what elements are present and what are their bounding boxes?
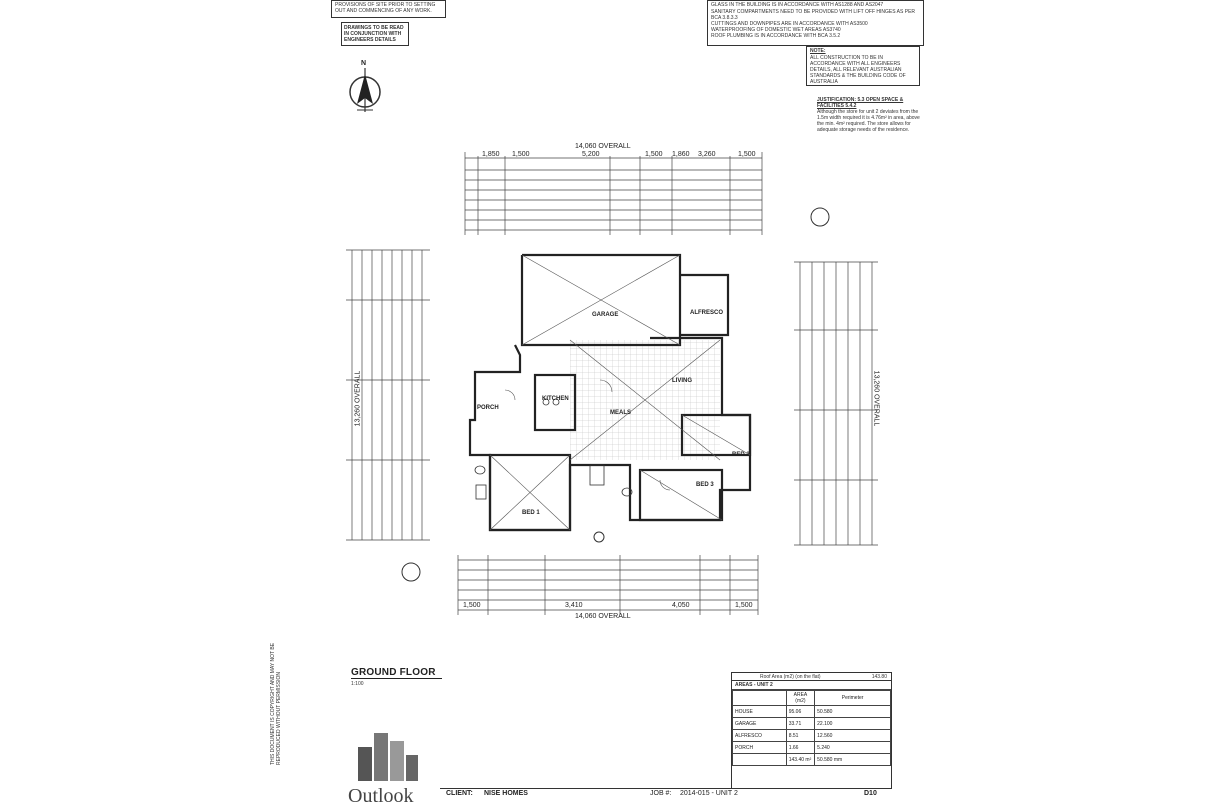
top-dim-2: 5,200 xyxy=(582,151,600,158)
company-logo: Outlook xyxy=(348,727,420,807)
job-label: JOB #: xyxy=(650,790,672,797)
area-perimeter: 5.240 xyxy=(814,741,891,754)
area-value: 95.06 xyxy=(785,705,816,718)
justification-title: JUSTIFICATION: 5.3 OPEN SPACE & FACILITI… xyxy=(817,97,904,109)
note-sanitary: SANITARY COMPARTMENTS NEED TO BE PROVIDE… xyxy=(711,9,916,21)
sheet-value: D10 xyxy=(864,790,877,797)
table-row: ALFRESCO 8.51 12.560 xyxy=(732,729,891,742)
areas-header-perimeter: Perimeter xyxy=(814,690,891,706)
plan-scale: 1:100 xyxy=(351,681,364,687)
area-name: HOUSE xyxy=(732,705,787,718)
area-name: ALFRESCO xyxy=(732,729,787,742)
area-perimeter: 22.100 xyxy=(814,717,891,730)
room-bed1: BED 1 xyxy=(522,510,540,516)
room-alfresco: ALFRESCO xyxy=(690,310,723,316)
top-overall-dimension: 14,060 OVERALL xyxy=(575,143,631,150)
bottom-dim-1: 3,410 xyxy=(565,602,583,609)
room-porch: PORCH xyxy=(477,405,499,411)
client-value: NISE HOMES xyxy=(484,790,528,797)
room-kitchen: KITCHEN xyxy=(542,396,569,402)
area-name: GARAGE xyxy=(732,717,787,730)
areas-table: AREA (m2) Perimeter HOUSE 95.06 50.580 G… xyxy=(732,690,891,766)
note-waterproofing: WATERPROOFING OF DOMESTIC WET AREAS AS37… xyxy=(711,27,841,33)
note-cuttings: CUTTINGS AND DOWNPIPES ARE IN ACCORDANCE… xyxy=(711,21,868,27)
note-roof-plumbing: ROOF PLUMBING IS IN ACCORDANCE WITH BCA … xyxy=(711,33,841,39)
copyright-note: THIS DOCUMENT IS COPYRIGHT AND MAY NOT B… xyxy=(270,642,282,765)
north-arrow-icon xyxy=(349,68,381,112)
areas-total-row: 143.40 m² 50.580 mm xyxy=(732,753,891,766)
engineers-details-box: DRAWINGS TO BE READ IN CONJUNCTION WITH … xyxy=(341,22,409,46)
areas-header-area: AREA (m2) xyxy=(785,690,816,706)
areas-table-box: AREAS - UNIT 2 AREA (m2) Perimeter HOUSE… xyxy=(731,680,892,789)
area-value: 33.71 xyxy=(785,717,816,730)
area-perimeter: 12.560 xyxy=(814,729,891,742)
area-total-blank xyxy=(732,753,787,766)
top-left-note-text: PROVISIONS OF SITE PRIOR TO SETTING OUT … xyxy=(335,2,436,14)
right-overall-dimension: 13,260 OVERALL xyxy=(872,370,880,427)
construction-note-box: NOTE: ALL CONSTRUCTION TO BE IN ACCORDAN… xyxy=(806,46,920,86)
table-row: HOUSE 95.06 50.580 xyxy=(732,705,891,718)
top-dim-4: 1,860 xyxy=(672,151,690,158)
areas-header-blank xyxy=(732,690,787,706)
top-right-notes-box: GLASS IN THE BUILDING IS IN ACCORDANCE W… xyxy=(707,0,924,46)
plan-title: GROUND FLOOR xyxy=(351,667,442,679)
north-label: N xyxy=(361,60,367,67)
room-living: LIVING xyxy=(672,378,693,384)
top-dim-0: 1,850 xyxy=(482,151,500,158)
areas-header-row: AREA (m2) Perimeter xyxy=(732,690,891,706)
logo-mark-icon xyxy=(358,733,418,781)
room-bed3: BED 3 xyxy=(696,482,714,488)
area-value: 1.66 xyxy=(785,741,816,754)
area-name: PORCH xyxy=(732,741,787,754)
bottom-dim-2: 4,050 xyxy=(672,602,690,609)
engineers-details-text: DRAWINGS TO BE READ IN CONJUNCTION WITH … xyxy=(344,25,404,43)
bottom-dim-0: 1,500 xyxy=(463,602,481,609)
room-garage: GARAGE xyxy=(592,312,619,318)
roof-area-label: Roof Area (m2) (on the flat) xyxy=(760,674,821,680)
area-value: 8.51 xyxy=(785,729,816,742)
justification-block: JUSTIFICATION: 5.3 OPEN SPACE & FACILITI… xyxy=(817,97,925,133)
client-label: CLIENT: xyxy=(446,790,473,797)
roof-area-value: 143.80 xyxy=(871,674,887,680)
construction-note-body: ALL CONSTRUCTION TO BE IN ACCORDANCE WIT… xyxy=(810,55,906,85)
room-bed2: BED 2 xyxy=(732,452,750,458)
area-total: 143.40 m² xyxy=(785,753,816,766)
table-row: PORCH 1.66 5.240 xyxy=(732,741,891,754)
room-meals: MEALS xyxy=(610,410,631,416)
left-overall-dimension: 13,260 OVERALL xyxy=(354,370,362,427)
justification-body: Although the store for unit 2 deviates f… xyxy=(817,109,920,133)
top-left-note-box: PROVISIONS OF SITE PRIOR TO SETTING OUT … xyxy=(331,0,446,18)
job-value: 2014-015 - UNIT 2 xyxy=(680,790,738,797)
note-glass: GLASS IN THE BUILDING IS IN ACCORDANCE W… xyxy=(711,2,884,8)
top-dim-5: 3,260 xyxy=(698,151,716,158)
table-row: GARAGE 33.71 22.100 xyxy=(732,717,891,730)
top-dim-1: 1,500 xyxy=(512,151,530,158)
logo-text: Outlook xyxy=(348,785,414,807)
areas-title: AREAS - UNIT 2 xyxy=(732,681,891,690)
top-dim-3: 1,500 xyxy=(645,151,663,158)
perimeter-total: 50.580 mm xyxy=(814,753,891,766)
north-arrow: N xyxy=(345,60,385,122)
bottom-overall-dimension: 14,060 OVERALL xyxy=(575,613,631,620)
construction-note-title: NOTE: xyxy=(810,48,826,54)
area-perimeter: 50.580 xyxy=(814,705,891,718)
top-dim-6: 1,500 xyxy=(738,151,756,158)
bottom-dim-3: 1,500 xyxy=(735,602,753,609)
footer-bar: CLIENT: NISE HOMES JOB #: 2014-015 - UNI… xyxy=(440,788,880,801)
